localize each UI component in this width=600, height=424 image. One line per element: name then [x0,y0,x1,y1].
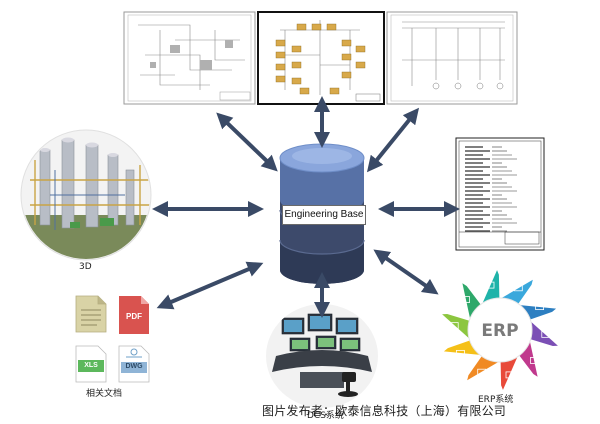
erp-petal [467,356,499,381]
erp-wheel-icon [442,270,558,390]
arrow-erp [373,249,439,295]
plant-3d-model [20,129,152,261]
xls-label: XLS [84,362,98,369]
dwg-icon [118,345,150,383]
label-3d: 3D [79,262,92,272]
label-dcs: DCS系统 [307,411,344,421]
pdf-icon [119,296,149,334]
erp-petal [530,321,558,347]
erp-petal [501,279,533,304]
arrow-schematic-left [216,112,278,172]
schematic-right [386,11,518,105]
label-erp: ERP系统 [478,395,514,405]
label-documents: 相关文档 [86,389,123,399]
erp-petal [482,270,500,304]
arrow-schematic-right [366,107,420,173]
dwg-label: DWG [125,363,143,370]
watermark: 图片发布者：欧泰信息科技（上海）有限公司 [262,404,507,418]
spec-sheet [455,137,545,251]
erp-center-text: ERP [481,321,519,341]
file-doc-icon [75,295,107,333]
control-room [266,304,378,408]
xls-icon [75,345,107,383]
erp-petal [442,313,470,339]
hub-label: Engineering Base [282,205,366,225]
arrow-documents [156,261,264,310]
schematic-left [123,11,256,105]
schematic-center [257,11,385,105]
pdf-label: PDF [126,312,142,321]
erp-petal [500,356,518,390]
engineering-base-hub [279,143,365,284]
